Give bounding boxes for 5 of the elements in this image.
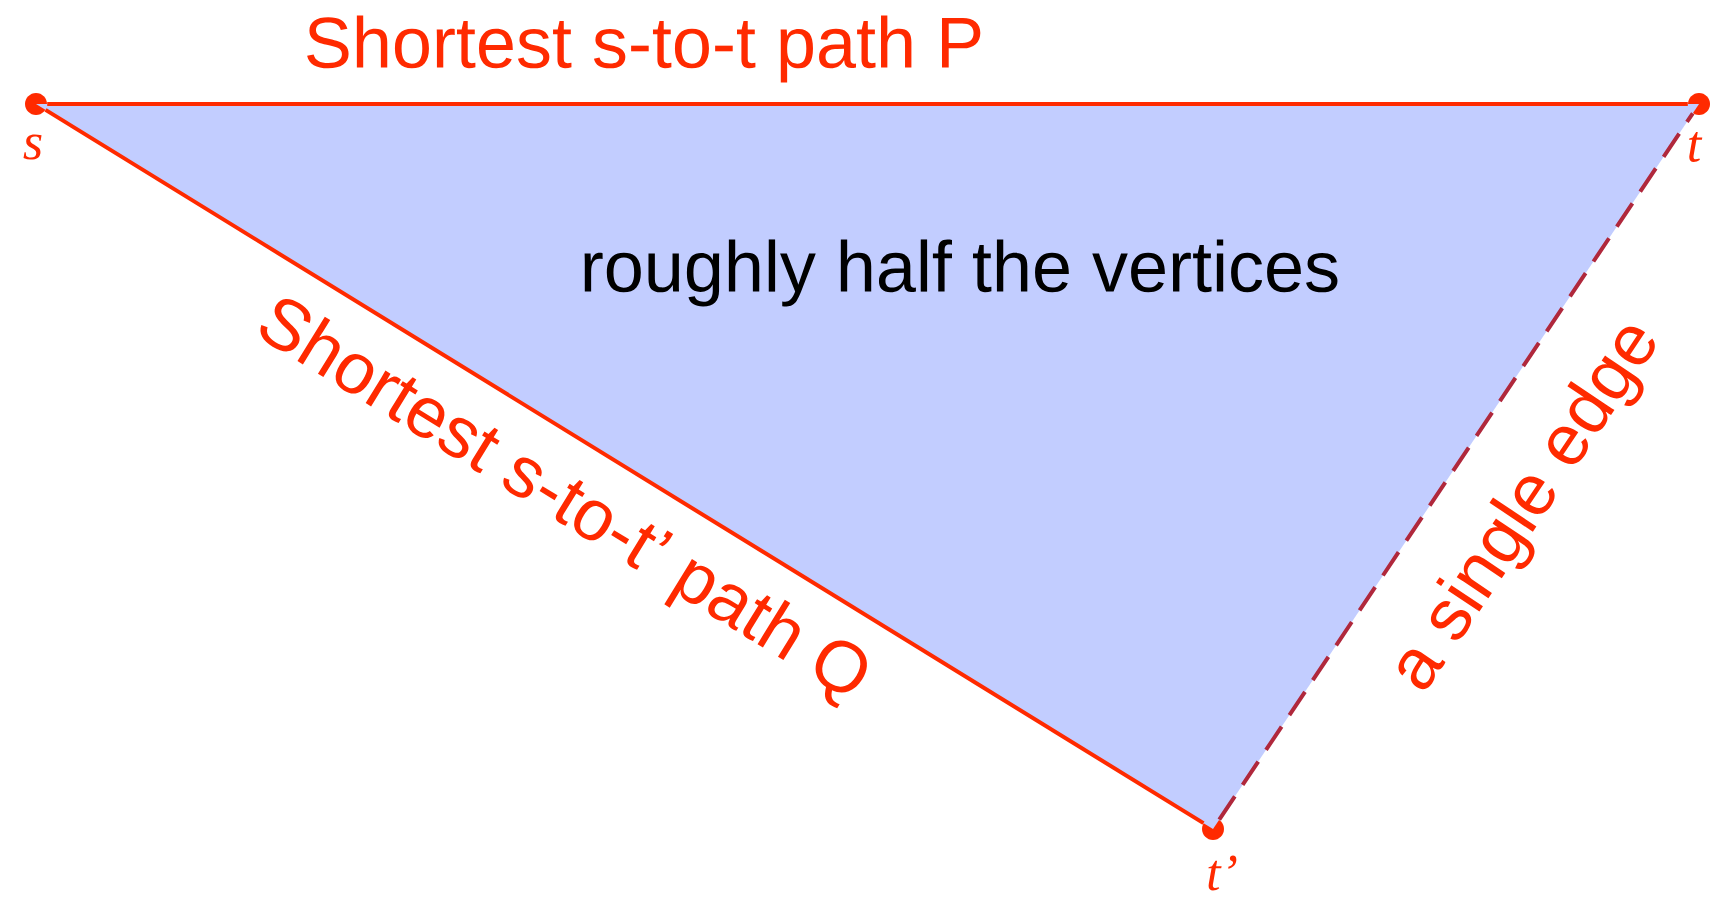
path-line (1217, 112, 1695, 821)
path-line (47, 102, 1688, 106)
path-line (44, 108, 1205, 825)
node-label: t’ (1208, 855, 1237, 891)
title: Shortest s-to-t path P (307, 15, 981, 83)
